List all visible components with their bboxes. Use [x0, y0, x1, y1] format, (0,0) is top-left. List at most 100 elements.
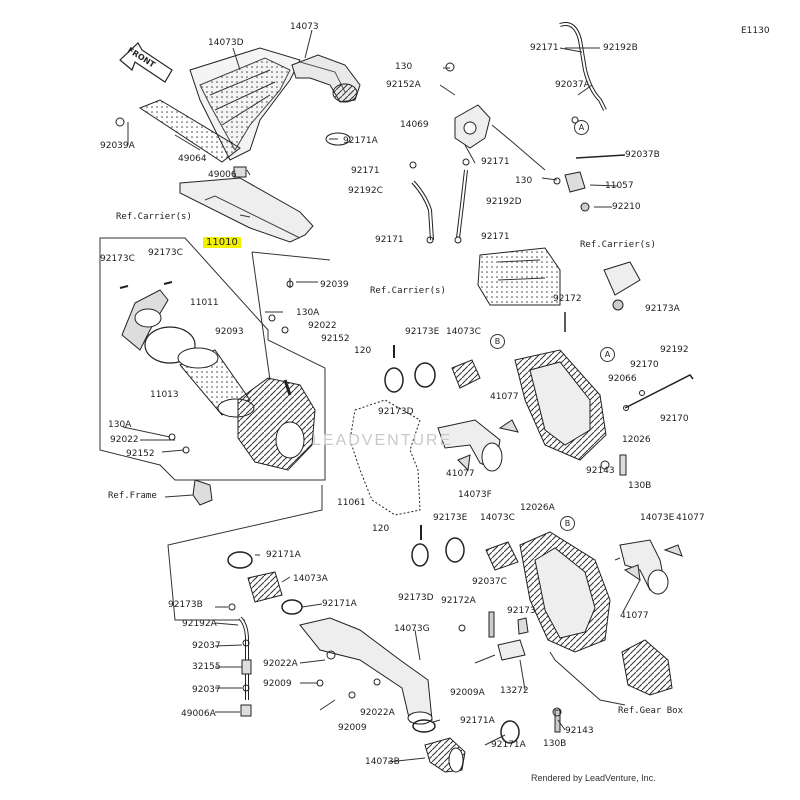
- label-92152A: 92152A: [386, 80, 421, 90]
- front-arrow-icon: [119, 42, 173, 83]
- label-92171-left: 92171: [351, 166, 380, 176]
- callout-a-right: A: [600, 347, 615, 362]
- airbox-top-cover: [189, 47, 301, 161]
- label-14073C-upper: 14073C: [446, 327, 481, 337]
- label-92022A-mid: 92022A: [360, 708, 395, 718]
- label-14069: 14069: [400, 120, 429, 130]
- valve-body: [454, 104, 491, 149]
- label-13272: 13272: [500, 686, 529, 696]
- label-120-upper: 120: [354, 346, 372, 356]
- filter-cap: [119, 281, 173, 351]
- label-ref-gear-box: Ref.Gear Box: [618, 706, 684, 716]
- label-12026A: 12026A: [520, 503, 555, 513]
- label-92173C-b: 92173C: [148, 248, 183, 258]
- label-92173D-upper: 92173D: [378, 407, 414, 417]
- label-130A-left: 130A: [108, 420, 132, 430]
- label-92170-lower: 92170: [660, 414, 689, 424]
- label-92173E-lower: 92173E: [433, 513, 468, 523]
- label-92173: 92173: [507, 606, 536, 616]
- filter-plate: [138, 99, 241, 163]
- label-92039A: 92039A: [100, 141, 135, 151]
- label-92037A: 92037A: [555, 80, 590, 90]
- label-130A-mid: 130A: [296, 308, 320, 318]
- label-92152-left: 92152: [126, 449, 155, 459]
- label-92009-mid: 92009: [338, 723, 367, 733]
- label-92093: 92093: [215, 327, 244, 337]
- label-92173B: 92173B: [168, 600, 203, 610]
- label-92171-lower-right: 92171: [481, 232, 510, 242]
- label-92172A: 92172A: [441, 596, 476, 606]
- label-32155: 32155: [192, 662, 221, 672]
- label-92171-lower: 92171: [375, 235, 404, 245]
- large-hose: [299, 617, 433, 725]
- label-92022-left: 92022: [110, 435, 139, 445]
- label-92022-mid: 92022: [308, 321, 337, 331]
- credit-text: Rendered by LeadVenture, Inc.: [531, 773, 656, 783]
- label-11013: 11013: [150, 390, 179, 400]
- diagram-code: E1130: [741, 26, 770, 36]
- label-92171A-2: 92171A: [322, 599, 357, 609]
- label-92037B: 92037B: [625, 150, 660, 160]
- label-41077-mid: 41077: [446, 469, 475, 479]
- label-14073D: 14073D: [208, 38, 244, 48]
- label-92039: 92039: [320, 280, 349, 290]
- label-92210: 92210: [612, 202, 641, 212]
- label-ref-carrier-mid: Ref.Carrier(s): [370, 286, 446, 296]
- label-92171A-3: 92171A: [460, 716, 495, 726]
- label-92037-a: 92037: [192, 641, 221, 651]
- label-92172: 92172: [553, 294, 582, 304]
- label-14073A: 14073A: [293, 574, 328, 584]
- label-92171-mid: 92171: [481, 157, 510, 167]
- label-14073G: 14073G: [394, 624, 430, 634]
- label-92173E-upper: 92173E: [405, 327, 440, 337]
- label-ref-carrier-left: Ref.Carrier(s): [116, 212, 192, 222]
- lower-housing: [519, 531, 611, 653]
- label-11010-highlight: 11010: [203, 237, 241, 248]
- watermark: LEADVENTURE: [312, 432, 453, 449]
- label-92171A-1: 92171A: [266, 550, 301, 560]
- label-92171A-top: 92171A: [343, 136, 378, 146]
- label-92009A: 92009A: [450, 688, 485, 698]
- label-92192: 92192: [660, 345, 689, 355]
- label-14073F: 14073F: [458, 490, 492, 500]
- label-92009-left: 92009: [263, 679, 292, 689]
- label-92173A: 92173A: [645, 304, 680, 314]
- label-92022A-left: 92022A: [263, 659, 298, 669]
- callout-b-upper: B: [490, 334, 505, 349]
- label-130-top: 130: [395, 62, 413, 72]
- label-49006A: 49006A: [181, 709, 216, 719]
- label-92143-upper: 92143: [586, 466, 615, 476]
- label-41077-upper: 41077: [490, 392, 519, 402]
- label-49064: 49064: [178, 154, 207, 164]
- label-130B-upper: 130B: [628, 481, 652, 491]
- label-49006: 49006: [208, 170, 237, 180]
- label-92037C: 92037C: [472, 577, 507, 587]
- label-41077-lower: 41077: [620, 611, 649, 621]
- label-92037-b: 92037: [192, 685, 221, 695]
- label-92170-top: 92170: [630, 360, 659, 370]
- label-92152-mid: 92152: [321, 334, 350, 344]
- upper-housing: [514, 349, 607, 461]
- label-92192D: 92192D: [486, 197, 522, 207]
- label-92171A-4: 92171A: [491, 740, 526, 750]
- label-11061: 11061: [337, 498, 366, 508]
- label-12026: 12026: [622, 435, 651, 445]
- label-14073B: 14073B: [365, 757, 400, 767]
- callout-b-lower: B: [560, 516, 575, 531]
- label-41077-right: 41077: [676, 513, 705, 523]
- label-11011: 11011: [190, 298, 219, 308]
- label-ref-frame: Ref.Frame: [108, 491, 157, 501]
- label-14073: 14073: [290, 22, 319, 32]
- label-130B-lower: 130B: [543, 739, 567, 749]
- label-14073E: 14073E: [640, 513, 675, 523]
- label-92192C: 92192C: [348, 186, 383, 196]
- label-92173D-lower: 92173D: [398, 593, 434, 603]
- label-120-lower: 120: [372, 524, 390, 534]
- label-92192B: 92192B: [603, 43, 638, 53]
- label-92192A: 92192A: [182, 619, 217, 629]
- label-11057: 11057: [605, 181, 634, 191]
- label-14073C-lower: 14073C: [480, 513, 515, 523]
- intake-duct: [291, 54, 361, 103]
- label-ref-carrier-right: Ref.Carrier(s): [580, 240, 656, 250]
